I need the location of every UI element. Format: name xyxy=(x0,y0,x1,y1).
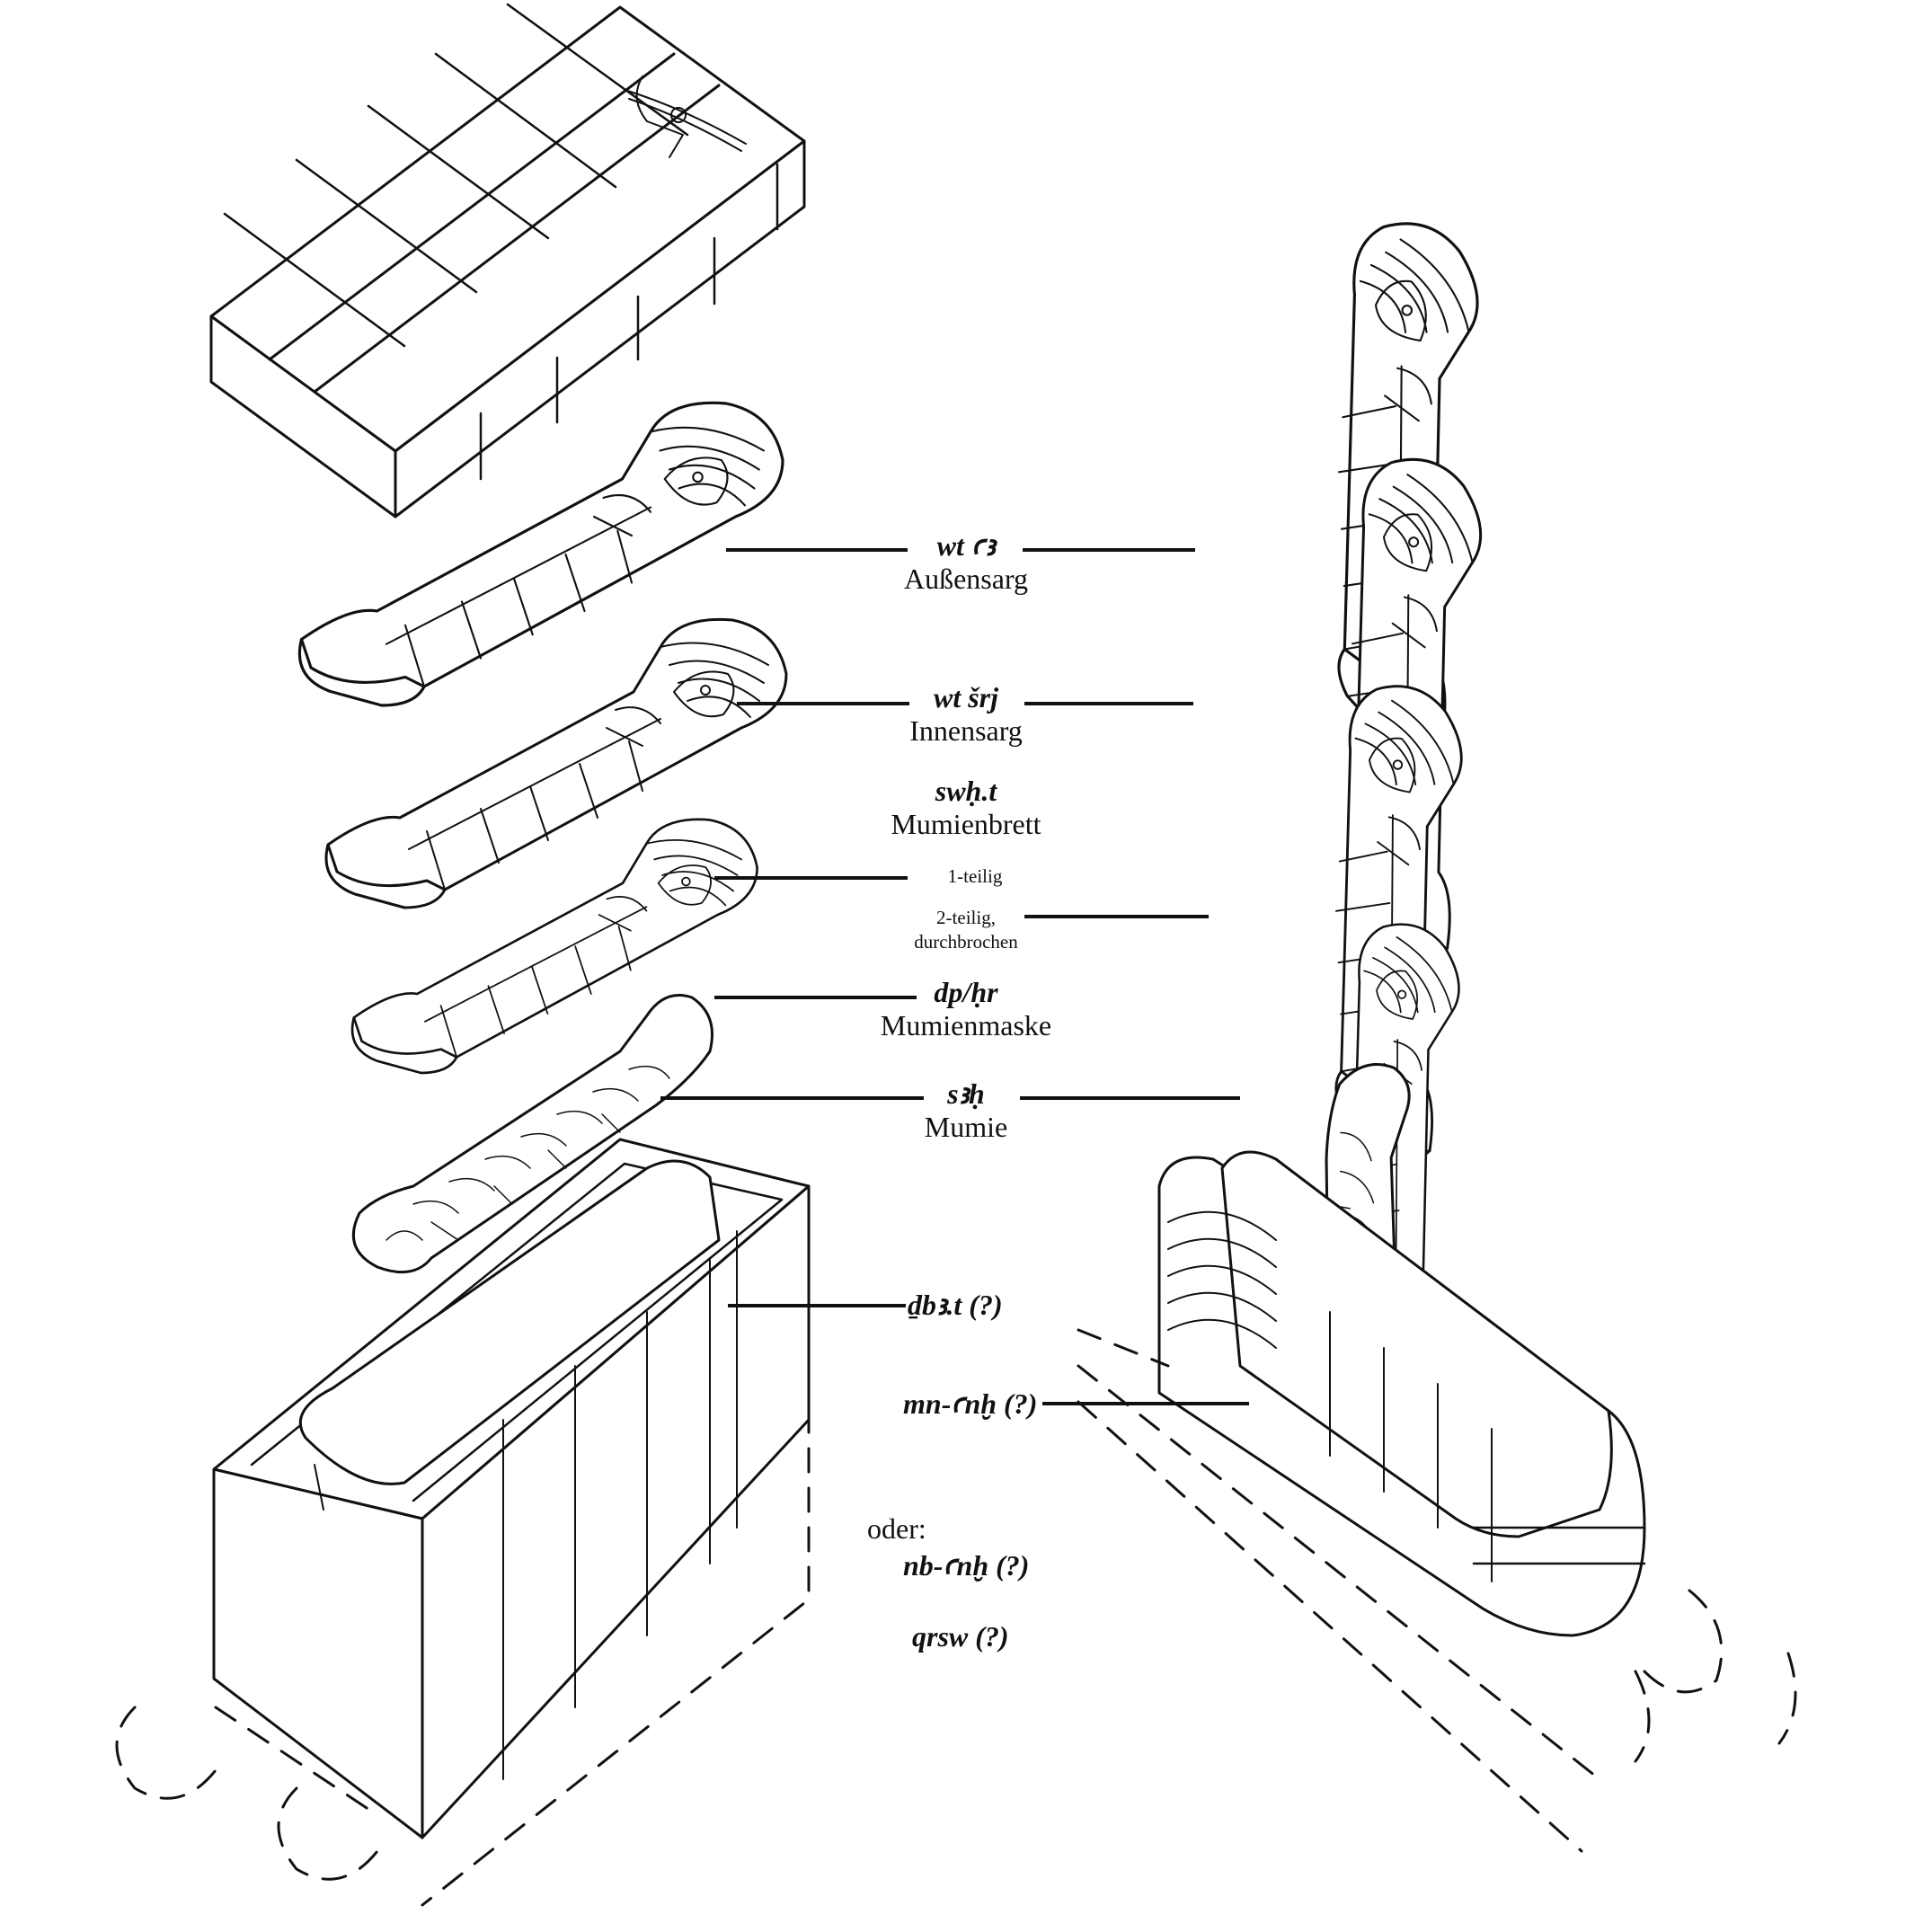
mask-term: dp/ḥr xyxy=(934,976,998,1008)
outer-coffin-term: wt ꜥꜣ xyxy=(936,529,996,562)
mummy-name: Mumie xyxy=(924,1111,1008,1143)
mummy-board-two-piece: 2-teilig, durchbrochen xyxy=(890,906,1042,954)
mummy-board-name: Mumienbrett xyxy=(891,808,1041,840)
sarcophagus-lid-drawing xyxy=(209,3,806,518)
alternatives-term1: nb-ꜥnḫ (?) xyxy=(903,1549,1030,1582)
left-box-sarcophagus-drawing xyxy=(115,1138,811,1907)
inner-coffin-term: wt šrj xyxy=(933,681,999,713)
alternatives-term2: qrsw (?) xyxy=(912,1620,1009,1653)
mummy-board-label: swḥ.t Mumienbrett xyxy=(854,775,1078,841)
mummy-board-one-piece: 1-teilig xyxy=(947,865,1003,887)
outer-coffin-name: Außensarg xyxy=(903,563,1029,595)
winged-goddess-icon xyxy=(624,75,747,158)
mask-name: Mumienmaske xyxy=(880,1009,1052,1041)
mask-label: dp/ḥr Mumienmaske xyxy=(854,976,1078,1042)
right-anthropoid-sarcophagus-drawing xyxy=(1077,1150,1797,1853)
anthropoid-sarcophagus-term: mn-ꜥnḫ (?) xyxy=(903,1387,1038,1420)
mummy-board-two-piece-line2: durchbrochen xyxy=(914,931,1018,953)
inner-coffin-name: Innensarg xyxy=(909,714,1023,747)
mummy-board-two-piece-line1: 2-teilig, xyxy=(936,907,996,928)
mummy-board-term: swḥ.t xyxy=(935,775,997,807)
inner-coffin-label: wt šrj Innensarg xyxy=(854,681,1078,748)
outer-coffin-label: wt ꜥꜣ Außensarg xyxy=(854,528,1078,596)
sarcophagus-box-term: ḏbꜣ.t (?) xyxy=(908,1289,1003,1321)
mummy-term: sꜣḥ xyxy=(947,1077,985,1110)
alternatives-oder: oder: xyxy=(867,1512,926,1545)
mummy-label: sꜣḥ Mumie xyxy=(854,1077,1078,1144)
leader-lines xyxy=(660,548,1249,1405)
